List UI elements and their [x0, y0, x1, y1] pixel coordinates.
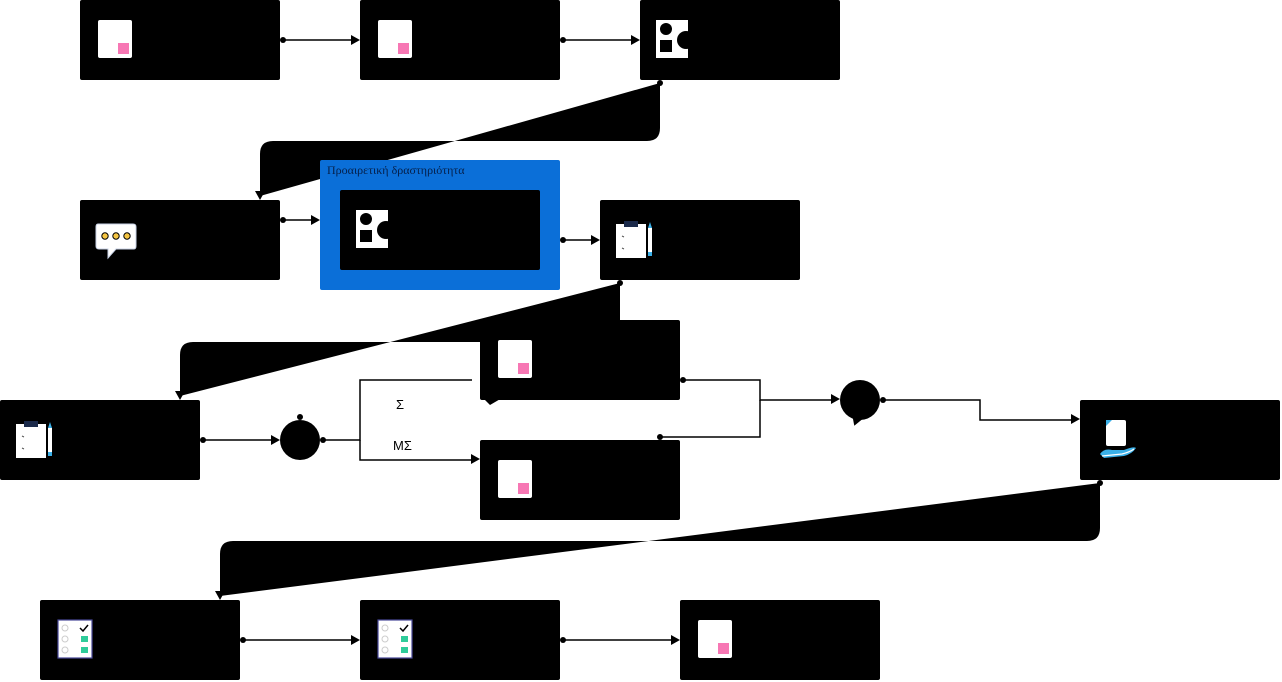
output-port[interactable]	[657, 80, 663, 86]
wrap-connector	[220, 483, 1100, 596]
output-port[interactable]	[240, 637, 246, 643]
input-arrow	[215, 591, 225, 600]
activity-node[interactable]	[0, 400, 200, 480]
input-arrow	[831, 394, 840, 404]
activity-node[interactable]	[480, 320, 680, 400]
connector	[323, 379, 472, 441]
connector	[660, 400, 761, 438]
input-arrow	[255, 191, 265, 200]
input-arrow	[591, 235, 600, 245]
activity-node[interactable]	[1080, 400, 1280, 480]
checklist-icon	[57, 619, 93, 659]
page-marker-icon	[498, 460, 532, 498]
activity-node[interactable]	[640, 0, 840, 80]
input-arrow	[471, 454, 480, 464]
input-arrow	[351, 635, 360, 645]
connector	[883, 399, 1072, 421]
activity-node[interactable]	[680, 600, 880, 680]
input-arrow	[311, 215, 320, 225]
branch-label: Σ	[396, 397, 405, 412]
output-port[interactable]	[657, 434, 663, 440]
merge-gate[interactable]	[840, 380, 880, 428]
input-arrow	[1071, 414, 1080, 424]
output-port[interactable]	[320, 437, 326, 443]
input-arrow	[271, 435, 280, 445]
output-port[interactable]	[617, 280, 623, 286]
output-port[interactable]	[280, 37, 286, 43]
input-arrow	[631, 35, 640, 45]
optional-activity-group[interactable]: Προαιρετική δραστηριότητα	[320, 160, 560, 290]
wrap-connector	[180, 283, 620, 396]
input-arrow	[671, 635, 680, 645]
input-arrow	[175, 391, 185, 400]
activity-node[interactable]	[360, 600, 560, 680]
activity-node[interactable]	[80, 0, 280, 80]
activity-node[interactable]	[600, 200, 800, 280]
page-marker-icon	[698, 620, 732, 658]
clipboard-pencil-icon	[616, 221, 652, 258]
page-marker-icon	[378, 20, 412, 58]
branch-label: ΜΣ	[393, 438, 412, 453]
hand-document-icon	[1100, 420, 1136, 458]
activity-node[interactable]	[80, 200, 280, 280]
output-port[interactable]	[280, 217, 286, 223]
checklist-icon	[377, 619, 413, 659]
shapes-icon	[656, 20, 695, 58]
branch-gate[interactable]	[280, 420, 320, 460]
output-port[interactable]	[1097, 480, 1103, 486]
connector	[359, 440, 472, 461]
page-marker-icon	[498, 340, 532, 378]
activity-node[interactable]	[340, 190, 540, 270]
output-port[interactable]	[560, 237, 566, 243]
shapes-icon	[356, 210, 395, 248]
output-port[interactable]	[200, 437, 206, 443]
clipboard-pencil-icon	[16, 421, 52, 458]
output-port[interactable]	[560, 637, 566, 643]
input-arrow	[351, 35, 360, 45]
activity-node[interactable]	[40, 600, 240, 680]
optional-group-label: Προαιρετική δραστηριότητα	[327, 163, 465, 177]
page-marker-icon	[98, 20, 132, 58]
speech-bubble-icon	[95, 223, 137, 260]
activity-node[interactable]	[480, 440, 680, 520]
output-port[interactable]	[560, 37, 566, 43]
output-port[interactable]	[880, 397, 886, 403]
output-port[interactable]	[297, 414, 303, 420]
activity-node[interactable]	[360, 0, 560, 80]
connector	[683, 379, 832, 401]
output-port[interactable]	[680, 377, 686, 383]
